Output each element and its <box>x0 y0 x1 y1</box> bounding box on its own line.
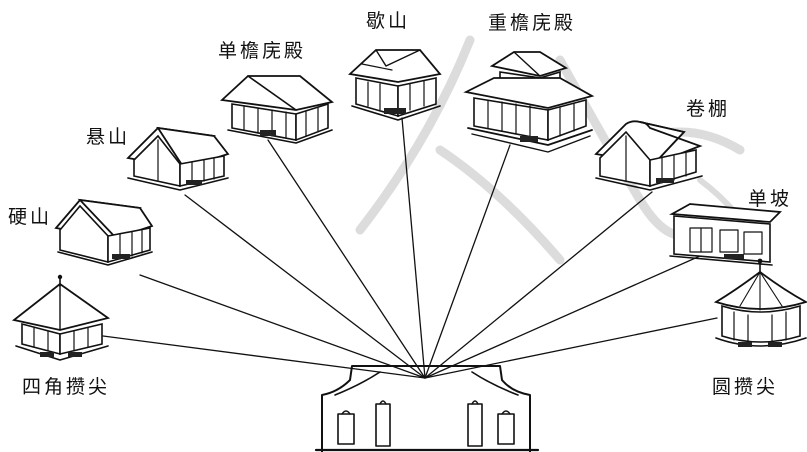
label-chongyan-wudian: 重檐庑殿 <box>488 12 577 34</box>
xieshan-building <box>348 49 442 121</box>
danyan-wudian-building <box>219 75 335 144</box>
label-danyan-wudian: 单檐庑殿 <box>218 40 307 62</box>
yingshan-building <box>54 198 154 266</box>
yuan-cuanjian-building <box>713 258 807 347</box>
label-danpo: 单坡 <box>748 188 793 210</box>
xuanshan-building <box>126 126 230 191</box>
chongyan-wudian-building <box>463 51 595 153</box>
label-xieshan: 歇山 <box>366 10 411 32</box>
sijiao-cuanjian-building <box>11 274 111 361</box>
label-xuanshan: 悬山 <box>86 126 131 148</box>
label-juanpeng: 卷棚 <box>686 98 731 120</box>
danpo-building <box>668 203 782 266</box>
central-hall-building <box>314 365 540 452</box>
label-yuan-cuanjian: 圆攒尖 <box>712 376 779 398</box>
connector-rays <box>102 117 718 379</box>
juanpeng-building <box>594 120 703 191</box>
label-sijiao-cuanjian: 四角攒尖 <box>22 376 111 398</box>
label-yingshan: 硬山 <box>8 206 53 228</box>
